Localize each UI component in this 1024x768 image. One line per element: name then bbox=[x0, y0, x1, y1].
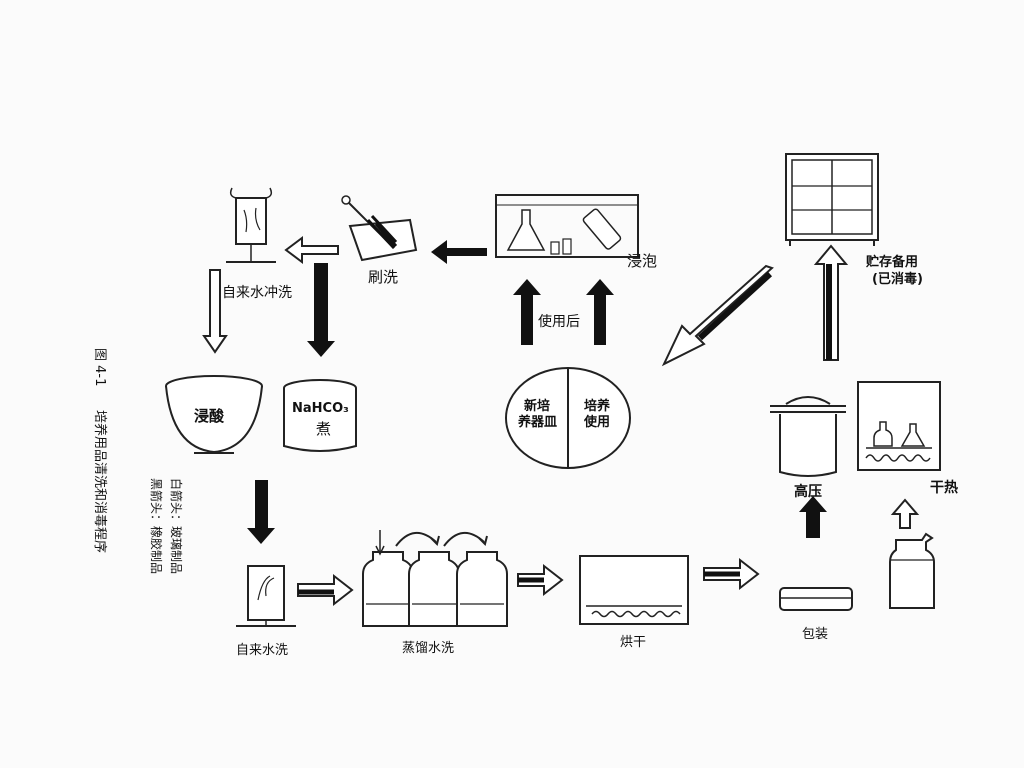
caption-title: 培养用品清洗和消毒程序 bbox=[92, 410, 108, 553]
arrow-soak-to-brush bbox=[431, 240, 487, 264]
arrow-distilled-to-dry bbox=[517, 563, 564, 597]
legend-black-arrow: 黑箭头：橡胶制品 bbox=[149, 478, 164, 574]
arrow-acid-to-rinse bbox=[247, 480, 275, 544]
label-dry: 烘干 bbox=[620, 635, 646, 650]
label-after-use: 使用后 bbox=[538, 313, 580, 330]
tap-rinse-beaker-bottom bbox=[236, 565, 296, 627]
label-distilled-rinse: 蒸馏水洗 bbox=[402, 641, 454, 656]
arrow-dry-to-pack bbox=[703, 557, 760, 591]
arrow-storage-to-use bbox=[661, 264, 774, 367]
nahco3-pot bbox=[283, 379, 357, 452]
brush-wash-icon bbox=[341, 195, 418, 262]
label-acid: 浸酸 bbox=[194, 407, 225, 425]
label-tap-rinse-top: 自来水冲洗 bbox=[222, 285, 292, 301]
dry-heat-oven bbox=[857, 381, 941, 471]
tap-rinse-beaker-top bbox=[226, 187, 276, 263]
label-culture-2: 使用 bbox=[583, 414, 610, 430]
label-store-2: (已消毒) bbox=[872, 271, 923, 287]
label-tap-rinse-bottom: 自来水洗 bbox=[236, 643, 288, 658]
acid-bowl bbox=[165, 375, 263, 454]
arrow-rinse-to-distilled bbox=[297, 573, 354, 607]
arrow-pack-to-autoclave bbox=[799, 496, 827, 538]
label-new-dish-2: 养器皿 bbox=[517, 414, 557, 430]
label-pack: 包装 bbox=[802, 627, 828, 642]
caption-number: 图 4-1 bbox=[92, 348, 107, 386]
pack-box bbox=[779, 587, 853, 611]
label-dry-heat: 干热 bbox=[930, 479, 958, 496]
label-store-1: 贮存备用 bbox=[865, 254, 918, 270]
label-boil: 煮 bbox=[316, 420, 331, 438]
soak-tank bbox=[495, 194, 639, 258]
label-soak: 浸泡 bbox=[627, 252, 657, 270]
label-nahco3: NaHCO₃ bbox=[292, 401, 349, 416]
autoclave bbox=[770, 396, 846, 477]
arrow-brush-split bbox=[284, 236, 339, 357]
arrow-pack-to-dryheat bbox=[890, 498, 920, 529]
storage-cabinet bbox=[785, 153, 879, 246]
center-circle bbox=[505, 367, 631, 469]
drying-oven bbox=[579, 555, 689, 625]
label-culture-1: 培养 bbox=[584, 398, 611, 414]
label-brush: 刷洗 bbox=[368, 268, 398, 286]
label-new-dish-1: 新培 bbox=[524, 398, 550, 414]
arrow-tap-to-acid bbox=[202, 269, 228, 354]
after-use-arrows bbox=[513, 279, 614, 345]
wrapped-bottle bbox=[889, 532, 935, 609]
legend-white-arrow: 白箭头：玻璃制品 bbox=[169, 478, 184, 574]
label-autoclave: 高压 bbox=[794, 483, 822, 500]
figure-caption: 图 4-1 培养用品清洗和消毒程序 白箭头：玻璃制品 黑箭头：橡胶制品 bbox=[92, 348, 184, 574]
distilled-bottles bbox=[362, 530, 508, 627]
